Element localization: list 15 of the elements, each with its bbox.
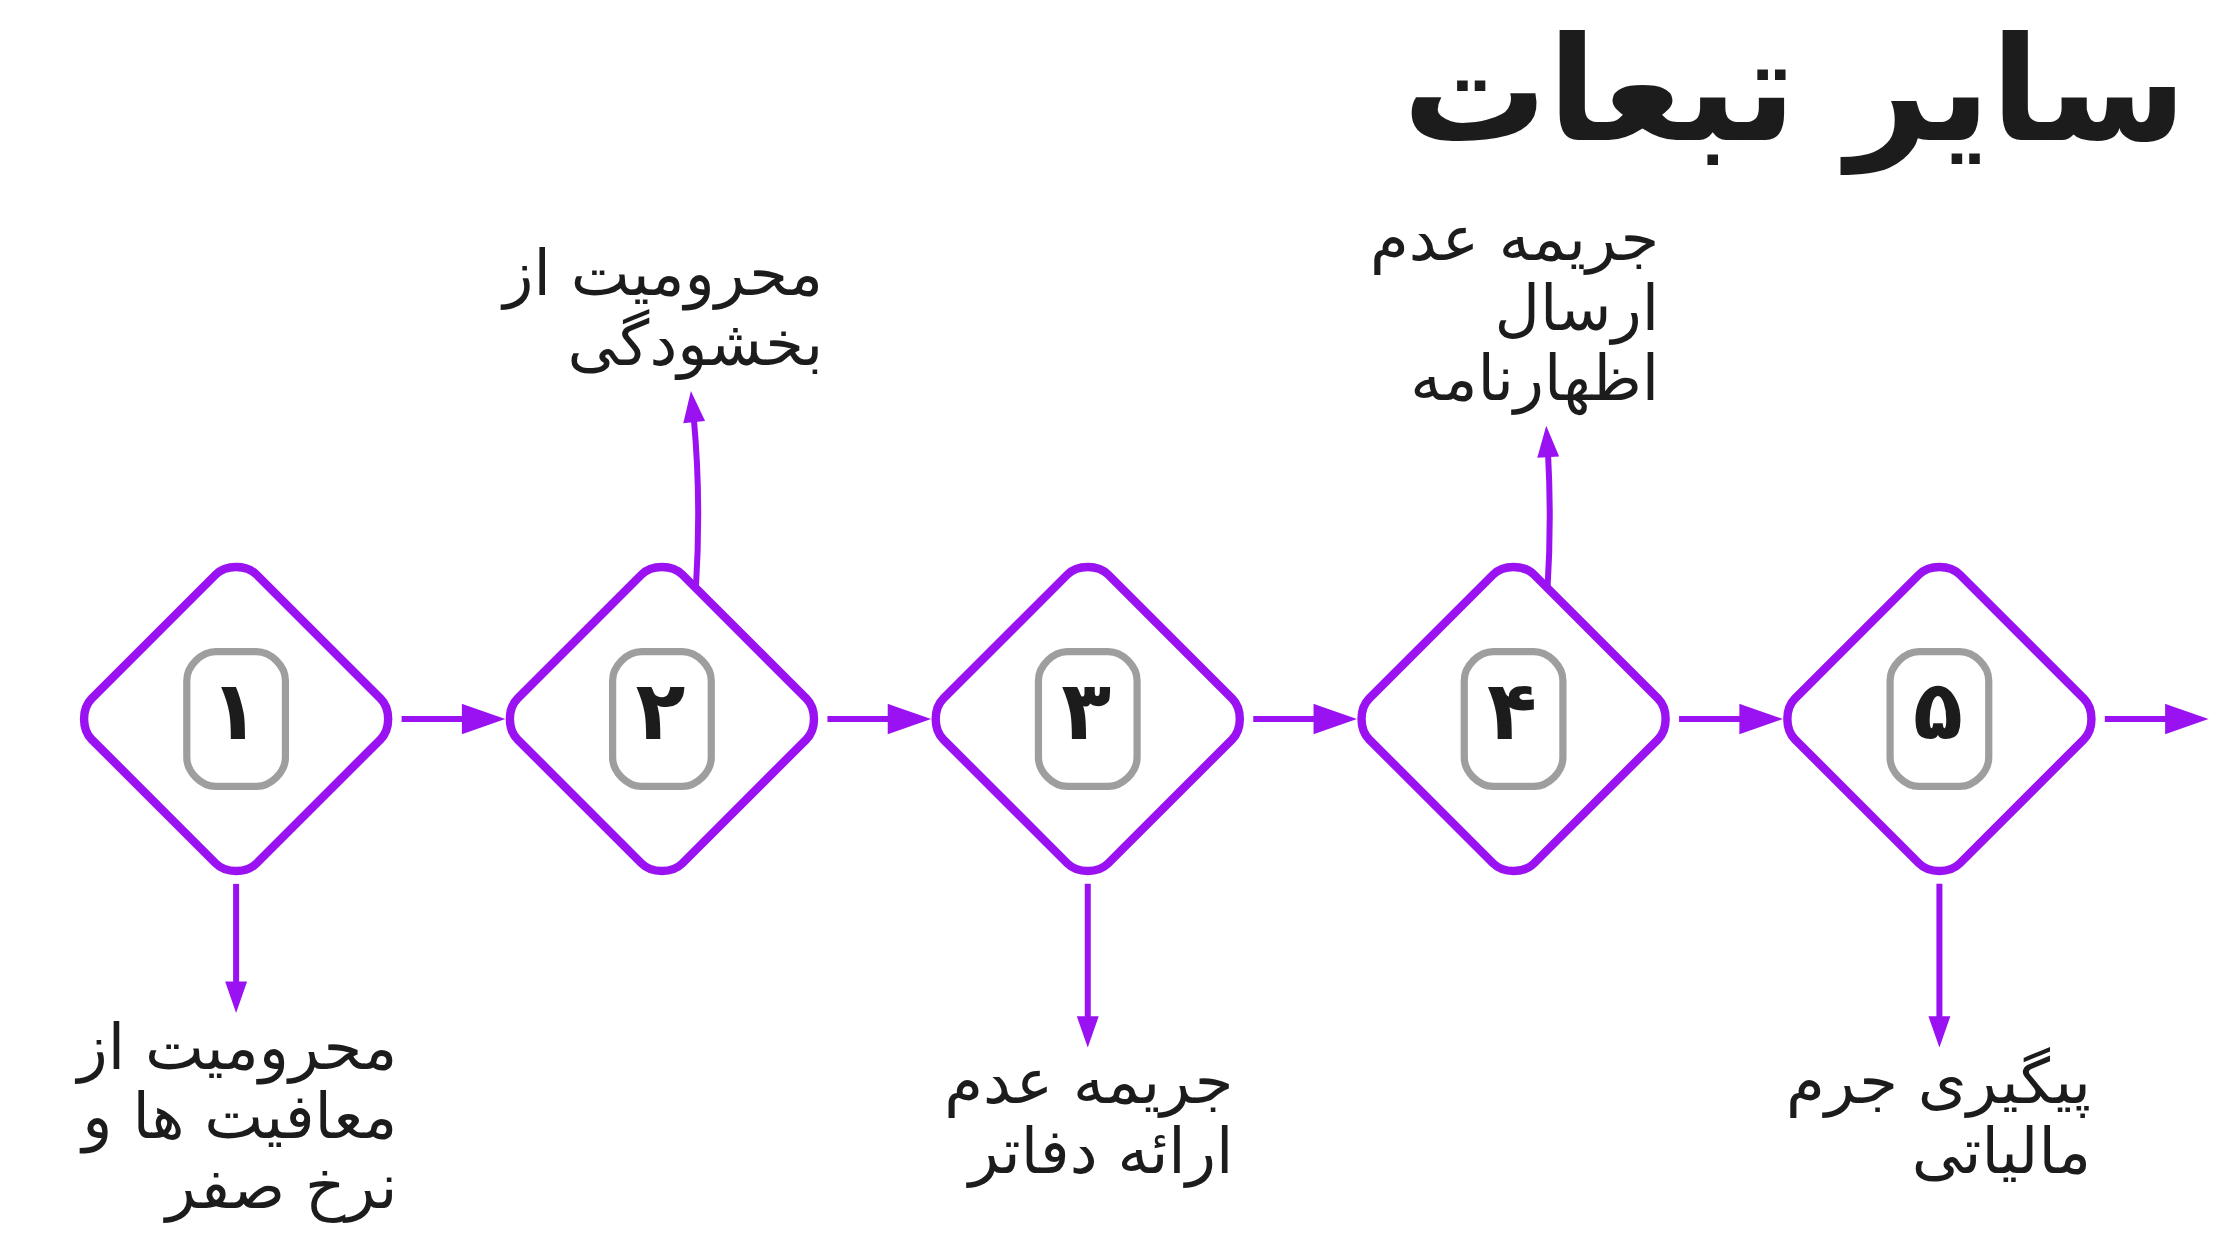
arrow	[225, 883, 248, 1013]
arrow	[401, 703, 506, 735]
node-text: پیگیری جرم مالیاتی	[1786, 1045, 2091, 1189]
node-text: جریمه عدم ارائه دفاتر	[944, 1045, 1234, 1189]
node-text: محرومیت از معافیت ها و نرخ صفر	[77, 1010, 398, 1224]
arrow	[683, 390, 706, 588]
node-text: جریمه عدم ارسال اظهارنامه	[1370, 202, 1660, 415]
arrow	[1679, 703, 1783, 735]
arrow	[1253, 703, 1357, 735]
arrow	[1076, 883, 1099, 1048]
arrow	[1928, 883, 1951, 1048]
arrow	[827, 703, 932, 735]
arrow	[2104, 703, 2209, 735]
diagram-title: سایر تبعات	[1402, 6, 2187, 175]
arrow	[1537, 425, 1560, 589]
